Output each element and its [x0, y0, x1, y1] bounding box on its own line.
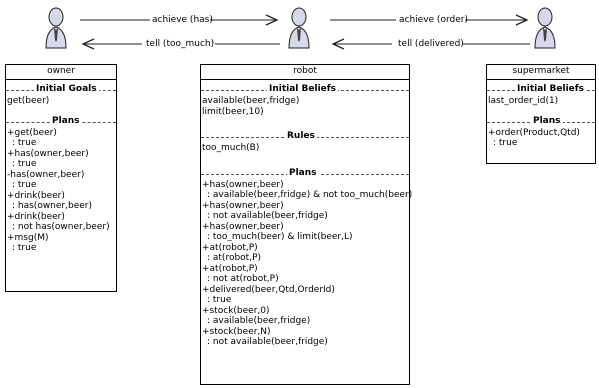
list-item: -has(owner,beer): [7, 169, 85, 180]
arrow-tell-delivered: [331, 38, 530, 50]
arrow-achieve-has: [80, 14, 279, 26]
list-item: +has(owner,beer): [202, 221, 284, 232]
supermarket-name: supermarket: [512, 66, 570, 76]
list-item: +has(owner,beer): [202, 179, 284, 190]
list-item: : too_much(beer) & limit(beer,L): [207, 232, 353, 242]
list-item: +order(Product,Qtd): [488, 127, 580, 138]
list-item: : not available(beer,fridge): [207, 337, 328, 347]
list-item: : at(robot,P): [207, 253, 262, 263]
list-item: available(beer,fridge): [202, 96, 300, 106]
arrow-tell-too-much: [81, 38, 280, 50]
list-item: +stock(beer,0): [202, 305, 270, 316]
list-item: too_much(B): [202, 143, 260, 153]
list-item: : true: [493, 138, 518, 148]
list-item: last_order_id(1): [488, 96, 559, 106]
msg-tell-delivered: tell (delivered): [398, 39, 464, 49]
supermarket-box: supermarket Initial Beliefs last_order_i…: [486, 64, 596, 164]
supermarket-section-header: Plans: [487, 115, 595, 128]
list-item: : true: [12, 180, 37, 190]
robot-agent-icon: [285, 6, 313, 50]
msg-achieve-has: achieve (has): [152, 15, 213, 25]
robot-name: robot: [293, 66, 317, 76]
list-item: get(beer): [7, 96, 50, 106]
list-item: : not has(owner,beer): [12, 222, 110, 232]
list-item: +at(robot,P): [202, 263, 258, 274]
list-item: : true: [12, 243, 37, 253]
list-item: +drink(beer): [7, 190, 65, 201]
owner-section-header: Initial Goals: [6, 84, 116, 96]
list-item: : true: [12, 138, 37, 148]
list-item: +has(owner,beer): [202, 200, 284, 211]
list-item: : available(beer,fridge) & not too_much(…: [207, 190, 413, 200]
robot-section-header: Initial Beliefs: [201, 84, 409, 96]
list-item: : true: [12, 159, 37, 169]
owner-agent-icon: [42, 6, 70, 50]
list-item: +drink(beer): [7, 211, 65, 222]
owner-section-header: Plans: [6, 115, 116, 128]
list-item: : has(owner,beer): [12, 201, 92, 211]
owner-box: owner Initial Goals get(beer) Plans +get…: [5, 64, 117, 292]
arrow-achieve-order: [330, 14, 529, 26]
supermarket-section-header: Initial Beliefs: [487, 84, 595, 96]
list-item: : not available(beer,fridge): [207, 211, 328, 221]
list-item: : available(beer,fridge): [207, 316, 311, 326]
robot-section-header: Plans: [201, 167, 409, 180]
robot-section-header: Rules: [201, 131, 409, 143]
list-item: : not at(robot,P): [207, 274, 279, 284]
owner-name: owner: [47, 66, 75, 76]
list-item: +msg(M): [7, 232, 49, 243]
list-item: +has(owner,beer): [7, 148, 89, 159]
list-item: limit(beer,10): [202, 106, 264, 117]
msg-tell-too-much: tell (too_much): [146, 39, 215, 49]
list-item: +stock(beer,N): [202, 326, 271, 337]
robot-box: robot Initial Beliefs available(beer,fri…: [200, 64, 413, 385]
msg-achieve-order: achieve (order): [399, 15, 468, 25]
list-item: +at(robot,P): [202, 242, 258, 253]
supermarket-agent-icon: [531, 6, 559, 50]
list-item: +get(beer): [7, 127, 57, 138]
list-item: +delivered(beer,Qtd,OrderId): [202, 284, 335, 295]
list-item: : true: [207, 295, 232, 305]
